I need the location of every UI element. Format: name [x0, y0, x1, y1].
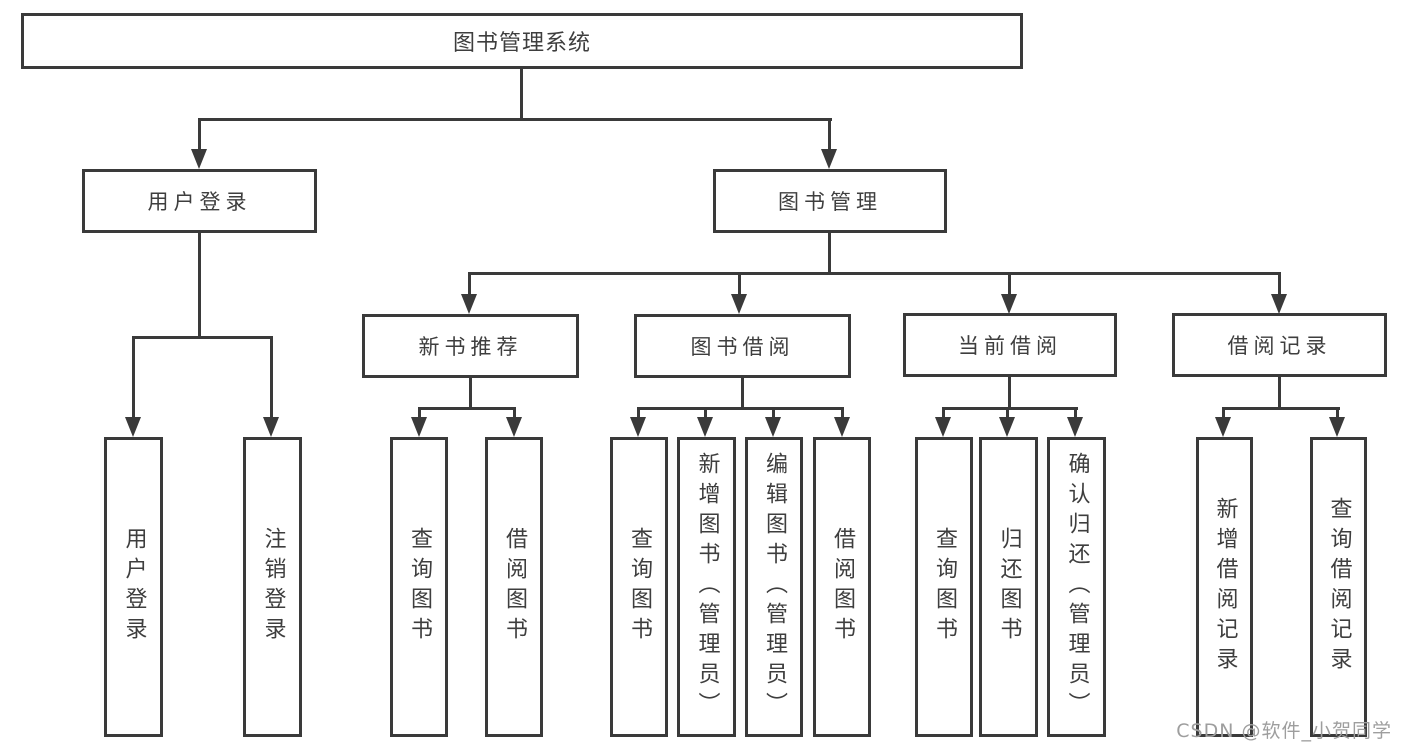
node-new-book-recommend-label: 新书推荐 [418, 335, 523, 359]
leaf-query-books-new: 查询图书 [390, 437, 448, 737]
leaf-label: 查询借阅记录 [1326, 497, 1352, 677]
leaf-label: 查询图书 [407, 527, 432, 647]
connector-line [1074, 407, 1077, 420]
arrow-down-icon [506, 417, 522, 437]
connector-line [270, 336, 273, 420]
node-current-borrow: 当前借阅 [903, 313, 1117, 377]
csdn-watermark: CSDN @软件_小贺同学 [1176, 720, 1392, 742]
arrow-down-icon [697, 417, 713, 437]
leaf-borrow-books: 借阅图书 [813, 437, 871, 737]
node-user-login: 用户登录 [82, 169, 317, 233]
arrow-down-icon [999, 417, 1015, 437]
leaf-label: 确认归还（管理员） [1064, 452, 1090, 722]
leaf-label: 借阅图书 [502, 527, 527, 647]
arrow-down-icon [263, 417, 279, 437]
node-borrow-records-label: 借阅记录 [1227, 334, 1332, 358]
arrow-down-icon [461, 294, 477, 314]
leaf-label: 注销登录 [260, 527, 286, 647]
connector-line [637, 407, 844, 410]
connector-line [1222, 407, 1340, 410]
arrow-down-icon [821, 149, 837, 169]
leaf-query-books-borrow: 查询图书 [610, 437, 668, 737]
connector-line [1336, 407, 1339, 420]
node-book-management: 图书管理 [713, 169, 947, 233]
leaf-label: 查询图书 [627, 527, 652, 647]
arrow-down-icon [1329, 417, 1345, 437]
arrow-down-icon [834, 417, 850, 437]
connector-line [132, 336, 135, 420]
connector-line [1278, 377, 1281, 410]
connector-line [828, 118, 831, 152]
leaf-label: 编辑图书（管理员） [762, 452, 787, 722]
leaf-confirm-return-admin: 确认归还（管理员） [1047, 437, 1106, 737]
arrow-down-icon [1067, 417, 1083, 437]
connector-line [513, 407, 516, 420]
arrow-down-icon [630, 417, 646, 437]
connector-line [469, 378, 472, 410]
connector-line [418, 407, 421, 420]
leaf-query-books-current: 查询图书 [915, 437, 973, 737]
arrow-down-icon [765, 417, 781, 437]
leaf-query-borrow-record: 查询借阅记录 [1310, 437, 1367, 737]
leaf-borrow-books-new: 借阅图书 [485, 437, 543, 737]
connector-line [520, 69, 523, 118]
leaf-label: 新增图书（管理员） [694, 452, 720, 722]
leaf-label: 查询图书 [932, 527, 957, 647]
connector-line [1008, 272, 1011, 297]
arrow-down-icon [125, 417, 141, 437]
connector-line [1006, 407, 1009, 420]
connector-line [704, 407, 707, 420]
leaf-label: 借阅图书 [830, 527, 855, 647]
node-borrow-records: 借阅记录 [1172, 313, 1387, 377]
connector-line [942, 407, 945, 420]
node-root: 图书管理系统 [21, 13, 1023, 69]
node-book-borrow: 图书借阅 [634, 314, 851, 378]
node-user-login-label: 用户登录 [147, 190, 252, 214]
connector-line [468, 272, 1281, 275]
node-root-label: 图书管理系统 [452, 31, 591, 56]
connector-line [198, 118, 832, 121]
connector-line [198, 233, 201, 339]
connector-line [772, 407, 775, 420]
arrow-down-icon [731, 294, 747, 314]
arrow-down-icon [1001, 294, 1017, 314]
connector-line [1222, 407, 1225, 420]
connector-line [738, 272, 741, 297]
leaf-return-books: 归还图书 [979, 437, 1038, 737]
leaf-edit-books-admin: 编辑图书（管理员） [745, 437, 803, 737]
node-book-borrow-label: 图书借阅 [690, 335, 795, 359]
leaf-add-books-admin: 新增图书（管理员） [677, 437, 736, 737]
connector-line [418, 407, 516, 410]
connector-line [828, 233, 831, 275]
leaf-label: 用户登录 [121, 527, 147, 647]
node-new-book-recommend: 新书推荐 [362, 314, 579, 378]
connector-line [841, 407, 844, 420]
node-current-borrow-label: 当前借阅 [958, 334, 1062, 358]
leaf-logout: 注销登录 [243, 437, 302, 737]
connector-line [1008, 377, 1011, 410]
leaf-label: 新增借阅记录 [1212, 497, 1238, 677]
arrow-down-icon [935, 417, 951, 437]
connector-line [198, 118, 201, 152]
connector-line [741, 378, 744, 410]
connector-line [942, 407, 1078, 410]
leaf-label: 归还图书 [996, 527, 1022, 647]
node-book-management-label: 图书管理 [778, 190, 882, 214]
arrow-down-icon [411, 417, 427, 437]
connector-line [1278, 272, 1281, 297]
connector-line [132, 336, 273, 339]
connector-line [637, 407, 640, 420]
arrow-down-icon [1271, 294, 1287, 314]
connector-line [468, 272, 471, 297]
leaf-add-borrow-record: 新增借阅记录 [1196, 437, 1253, 737]
arrow-down-icon [1215, 417, 1231, 437]
leaf-user-login: 用户登录 [104, 437, 163, 737]
arrow-down-icon [191, 149, 207, 169]
